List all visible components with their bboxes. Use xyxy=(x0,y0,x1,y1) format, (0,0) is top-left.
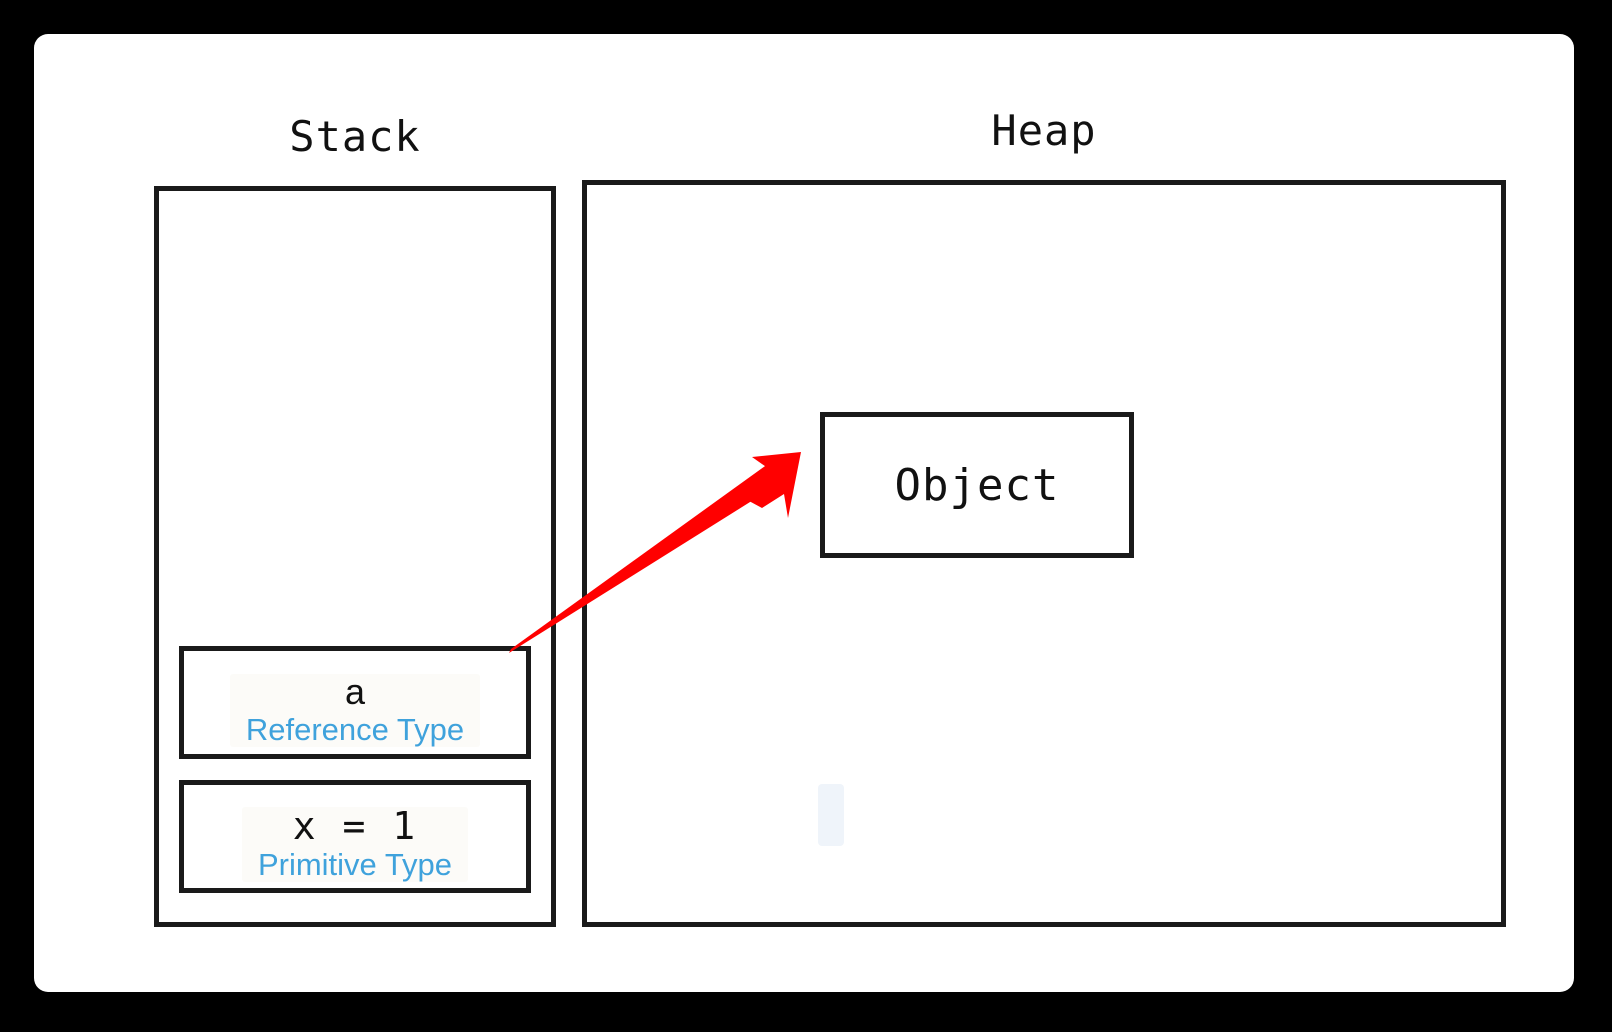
diagram-card: Stack Heap a Reference Type x = 1 Primit… xyxy=(34,34,1574,992)
stack-slot-reference-value: a xyxy=(344,670,365,712)
stack-slot-reference-content: a Reference Type xyxy=(229,670,481,748)
stack-slot-primitive-type-label: Primitive Type xyxy=(257,846,453,882)
stack-slot-reference-type-label: Reference Type xyxy=(245,711,465,747)
stack-slot-primitive-value: x = 1 xyxy=(292,803,418,848)
heap-object-box[interactable]: Object xyxy=(820,412,1134,558)
stack-slot-primitive[interactable]: x = 1 Primitive Type xyxy=(179,780,531,893)
heap-smudge-artifact xyxy=(818,784,844,846)
stack-slot-reference[interactable]: a Reference Type xyxy=(179,646,531,759)
heap-object-label: Object xyxy=(894,459,1060,511)
heap-title: Heap xyxy=(991,106,1097,155)
stack-slot-primitive-content: x = 1 Primitive Type xyxy=(241,803,469,883)
stack-title: Stack xyxy=(289,112,421,161)
